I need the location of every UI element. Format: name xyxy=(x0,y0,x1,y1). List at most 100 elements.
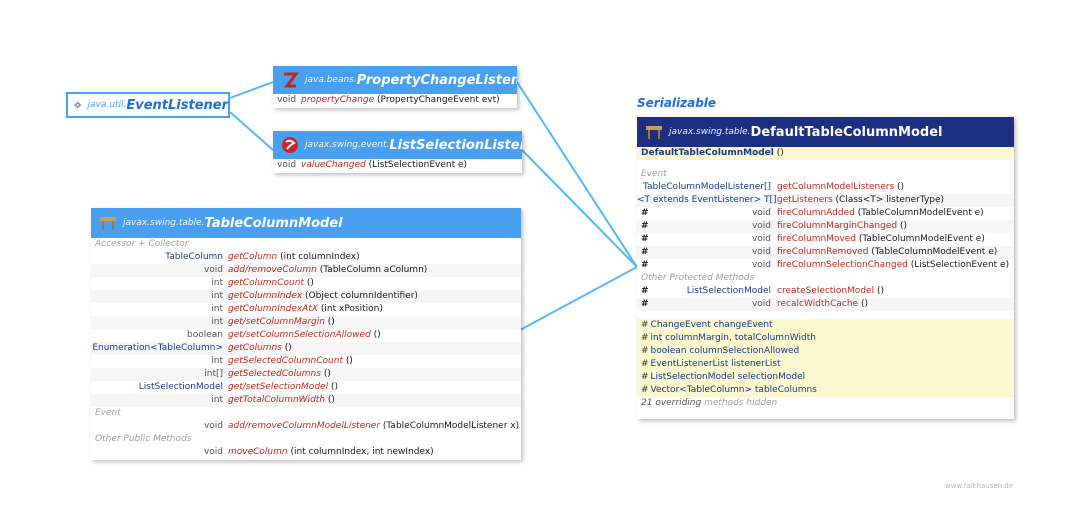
method-name: propertyChange xyxy=(301,95,375,105)
method-params: (TableColumnModelEvent e) xyxy=(856,234,985,244)
field-declaration: Vector<TableColumn> tableColumns xyxy=(650,385,817,395)
method-name: fireColumnMoved xyxy=(777,234,857,244)
method-name: add/removeColumnModelListener xyxy=(228,421,381,431)
visibility-marker: # xyxy=(641,260,649,270)
method-name: moveColumn xyxy=(228,447,288,457)
list-selection-listener-box[interactable]: javax.swing.event. ListSelectionListener… xyxy=(273,131,522,173)
method-params: () xyxy=(894,182,905,192)
method-params: () xyxy=(325,395,335,405)
table-column-model-box[interactable]: javax.swing.table. TableColumnModel Acce… xyxy=(91,208,521,460)
method-name: add/removeColumn xyxy=(228,265,317,275)
field-row[interactable]: #ListSelectionModel selectionModel xyxy=(637,371,1014,384)
section-label: Event xyxy=(641,169,667,179)
method-return: int xyxy=(211,317,223,327)
method-row[interactable]: void propertyChange (PropertyChangeEvent… xyxy=(273,94,517,107)
method-return: void xyxy=(751,260,771,270)
method-params: (int xPosition) xyxy=(318,304,383,314)
method-name: createSelectionModel xyxy=(777,286,875,296)
section-label: Other Public Methods xyxy=(95,434,192,444)
method-name: getTotalColumnWidth xyxy=(228,395,326,405)
class-pkg: javax.swing.table. xyxy=(669,127,751,137)
visibility-marker: # xyxy=(641,333,649,343)
method-name: valueChanged xyxy=(301,160,366,170)
method-name: fireColumnAdded xyxy=(777,208,855,218)
method-name: get/setSelectionModel xyxy=(228,382,329,392)
property-change-listener-box[interactable]: java.beans. PropertyChangeListener void … xyxy=(273,66,517,108)
method-params: (Object columnIdentifier) xyxy=(302,291,418,301)
field-row[interactable]: #Vector<TableColumn> tableColumns xyxy=(637,384,1014,397)
method-params: () xyxy=(370,330,381,340)
event-listener-name: EventListener xyxy=(126,97,228,113)
visibility-marker: # xyxy=(641,234,649,244)
method-row[interactable]: TableColumnModelListener[]getColumnModel… xyxy=(637,181,1014,194)
event-listener-pkg: java.util. xyxy=(87,100,127,110)
method-params: () xyxy=(324,317,335,327)
method-params: () xyxy=(303,278,314,288)
method-params: () xyxy=(328,382,338,392)
visibility-marker: # xyxy=(641,221,649,231)
class-name: DefaultTableColumnModel xyxy=(750,124,943,140)
method-row[interactable]: Enumeration<TableColumn>getColumns () xyxy=(91,342,521,355)
field-row[interactable]: #ChangeEvent changeEvent xyxy=(637,319,1014,332)
line-tcm-to-default xyxy=(519,266,638,331)
method-name: fireColumnSelectionChanged xyxy=(777,260,908,270)
class-pkg: java.beans. xyxy=(305,75,357,85)
method-name: get/setColumnSelectionAllowed xyxy=(228,330,371,340)
method-return: ListSelectionModel xyxy=(138,382,223,392)
method-params: () xyxy=(320,369,331,379)
line-lsl-to-eventlistener xyxy=(229,111,274,151)
class-header: javax.swing.event. ListSelectionListener xyxy=(273,131,522,159)
method-params: () xyxy=(343,356,353,366)
method-name: fireColumnMarginChanged xyxy=(777,221,898,231)
field-row[interactable]: #boolean columnSelectionAllowed xyxy=(637,345,1014,358)
class-header: javax.swing.table. TableColumnModel xyxy=(91,208,521,238)
method-return: Enumeration<TableColumn> xyxy=(92,343,223,353)
method-params: (TableColumnModelListener x) xyxy=(380,421,520,431)
method-params: () xyxy=(281,343,292,353)
stereotype-label: Serializable xyxy=(637,96,717,110)
visibility-marker: # xyxy=(641,247,649,257)
method-row[interactable]: void valueChanged (ListSelectionEvent e) xyxy=(273,159,522,172)
method-params: (PropertyChangeEvent evt) xyxy=(374,95,500,105)
field-declaration: EventListenerList listenerList xyxy=(650,359,781,369)
class-header: javax.swing.table. DefaultTableColumnMod… xyxy=(637,117,1014,147)
field-row[interactable]: #int columnMargin, totalColumnWidth xyxy=(637,332,1014,345)
line-pcl-to-eventlistener xyxy=(229,81,274,99)
method-return: TableColumn xyxy=(165,252,223,262)
visibility-marker: # xyxy=(641,372,649,382)
visibility-marker: # xyxy=(641,385,649,395)
method-return: int xyxy=(211,278,223,288)
method-params: (ListSelectionEvent e) xyxy=(365,160,468,170)
default-table-column-model-box[interactable]: javax.swing.table. DefaultTableColumnMod… xyxy=(637,117,1014,419)
class-header: java.beans. PropertyChangeListener xyxy=(273,66,517,94)
method-row[interactable]: int[]getSelectedColumns () xyxy=(91,368,521,381)
watermark: www.falkhausen.de xyxy=(945,482,1014,490)
event-listener-box[interactable]: java.util. EventListener xyxy=(66,92,230,118)
constructor-row[interactable]: DefaultTableColumnModel () xyxy=(637,147,1014,160)
section-label: Accessor + Collector xyxy=(95,239,189,249)
field-row[interactable]: #EventListenerList listenerList xyxy=(637,358,1014,371)
method-row[interactable]: <T extends EventListener> T[]getListener… xyxy=(637,194,1014,207)
visibility-marker: # xyxy=(641,359,649,369)
